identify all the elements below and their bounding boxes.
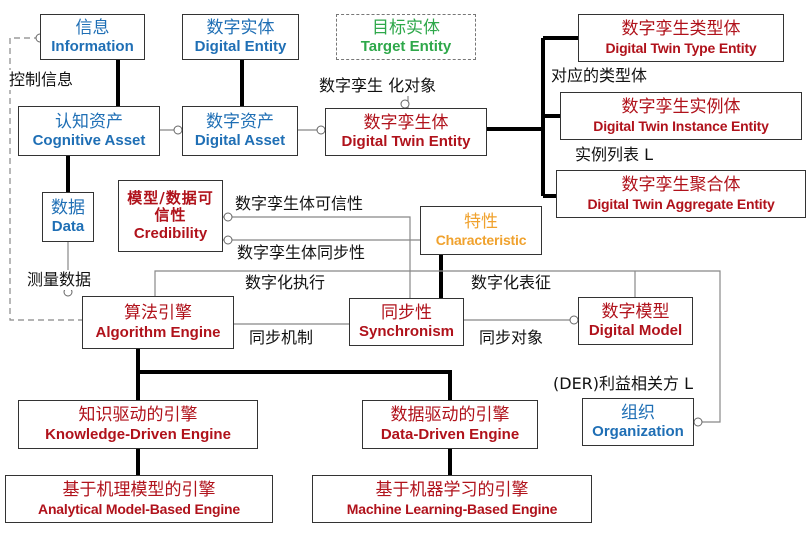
node-label-zh: 基于机理模型的引擎 bbox=[62, 480, 216, 501]
node-label-zh: 目标实体 bbox=[372, 17, 440, 38]
node-label-en: Digital Asset bbox=[194, 132, 286, 150]
edge-label-der-stakeholder: (DER)利益相关方 L bbox=[552, 374, 695, 394]
node-label-en: Cognitive Asset bbox=[32, 132, 146, 150]
node-label-en: Characteristic bbox=[435, 232, 527, 249]
edge-label-sync-object: 同步对象 bbox=[478, 328, 545, 348]
node-label-zh: 特性 bbox=[464, 211, 498, 232]
node-cognitive-asset: 认知资产 Cognitive Asset bbox=[18, 106, 160, 156]
node-digital-asset: 数字资产 Digital Asset bbox=[182, 106, 298, 156]
node-label-zh: 知识驱动的引擎 bbox=[78, 405, 198, 426]
node-label-zh: 数字孪生实例体 bbox=[621, 97, 741, 118]
node-digital-entity: 数字实体 Digital Entity bbox=[182, 14, 299, 60]
node-label-zh: 数据 bbox=[51, 197, 85, 218]
edge-label-digital-representation: 数字化表征 bbox=[470, 273, 553, 293]
node-label-en: Analytical Model-Based Engine bbox=[38, 500, 240, 517]
node-analytical-model-engine: 基于机理模型的引擎 Analytical Model-Based Engine bbox=[5, 475, 273, 523]
edge-algo-engines bbox=[136, 349, 452, 400]
node-organization: 组织 Organization bbox=[582, 398, 694, 446]
node-characteristic: 特性 Characteristic bbox=[420, 206, 542, 255]
node-label-en: Digital Twin Aggregate Entity bbox=[587, 195, 775, 212]
edge-label-corresponding-type: 对应的类型体 bbox=[550, 66, 649, 86]
node-label-en: Digital Model bbox=[588, 322, 683, 340]
node-algorithm-engine: 算法引擎 Algorithm Engine bbox=[82, 296, 234, 349]
node-label-zh: 信息 bbox=[75, 17, 110, 38]
node-label-zh: 数字孪生类型体 bbox=[621, 19, 741, 40]
node-label-zh: 基于机器学习的引擎 bbox=[375, 480, 529, 501]
node-label-en: Digital Twin Entity bbox=[341, 133, 471, 151]
node-data-driven-engine: 数据驱动的引擎 Data-Driven Engine bbox=[362, 400, 538, 449]
edge-label-measurement-data: 测量数据 bbox=[26, 270, 93, 290]
node-dt-instance-entity: 数字孪生实例体 Digital Twin Instance Entity bbox=[560, 92, 802, 140]
node-knowledge-driven-engine: 知识驱动的引擎 Knowledge-Driven Engine bbox=[18, 400, 258, 449]
node-label-zh: 数据驱动的引擎 bbox=[390, 405, 510, 426]
node-label-en: Credibility bbox=[133, 224, 208, 242]
node-dt-type-entity: 数字孪生类型体 Digital Twin Type Entity bbox=[578, 14, 784, 62]
node-label-zh: 组织 bbox=[621, 402, 655, 423]
thick-connectors bbox=[66, 36, 578, 475]
node-label-en: Algorithm Engine bbox=[95, 323, 221, 341]
node-label-en: Target Entity bbox=[360, 38, 452, 56]
node-label-zh: 认知资产 bbox=[55, 111, 123, 132]
node-label-en: Digital Twin Instance Entity bbox=[593, 117, 769, 134]
node-label-en: Synchronism bbox=[358, 323, 455, 341]
node-digital-model: 数字模型 Digital Model bbox=[578, 297, 693, 345]
node-label-en: Digital Entity bbox=[194, 38, 287, 56]
node-label-en: Organization bbox=[592, 423, 684, 441]
node-synchronism: 同步性 Synchronism bbox=[349, 298, 464, 346]
node-digital-twin-entity: 数字孪生体 Digital Twin Entity bbox=[325, 108, 487, 156]
edge-label-digital-execution: 数字化执行 bbox=[244, 273, 327, 293]
node-label-zh: 数字实体 bbox=[206, 17, 275, 38]
node-label-zh: 同步性 bbox=[381, 302, 432, 323]
node-label-en: Data bbox=[51, 218, 85, 236]
edge-exec-representation-org bbox=[154, 270, 721, 423]
node-information: 信息 Information bbox=[40, 14, 145, 60]
node-target-entity: 目标实体 Target Entity bbox=[336, 14, 476, 60]
node-label-zh: 数字孪生体 bbox=[363, 112, 449, 133]
edge-label-dt-digitized-object: 数字孪生 化对象 bbox=[318, 76, 438, 96]
edge-control-info bbox=[9, 37, 82, 321]
node-label-en: Knowledge-Driven Engine bbox=[45, 425, 231, 443]
node-ml-based-engine: 基于机器学习的引擎 Machine Learning-Based Engine bbox=[312, 475, 592, 523]
edge-label-sync-mechanism: 同步机制 bbox=[248, 328, 315, 348]
node-label-en: Machine Learning-Based Engine bbox=[346, 500, 558, 517]
node-credibility: 模型/数据可信性 Credibility bbox=[118, 180, 223, 252]
node-data: 数据 Data bbox=[42, 192, 94, 242]
node-label-en: Information bbox=[51, 38, 134, 56]
edge-label-dt-synchronism: 数字孪生体同步性 bbox=[236, 243, 367, 263]
edge-credibility-sync bbox=[223, 216, 411, 325]
edge-label-instance-list: 实例列表 L bbox=[574, 145, 655, 165]
node-label-zh: 算法引擎 bbox=[124, 303, 192, 324]
node-label-en: Data-Driven Engine bbox=[380, 425, 520, 443]
edge-label-dt-credibility: 数字孪生体可信性 bbox=[234, 194, 365, 214]
node-label-zh: 数字孪生聚合体 bbox=[621, 175, 741, 196]
node-label-zh: 数字模型 bbox=[601, 301, 670, 322]
node-label-en: Digital Twin Type Entity bbox=[605, 39, 757, 56]
node-label-zh: 数字资产 bbox=[206, 111, 274, 132]
node-label-zh: 模型/数据可信性 bbox=[127, 189, 214, 225]
node-dt-aggregate-entity: 数字孪生聚合体 Digital Twin Aggregate Entity bbox=[556, 170, 806, 218]
edge-label-control-info: 控制信息 bbox=[8, 70, 75, 90]
